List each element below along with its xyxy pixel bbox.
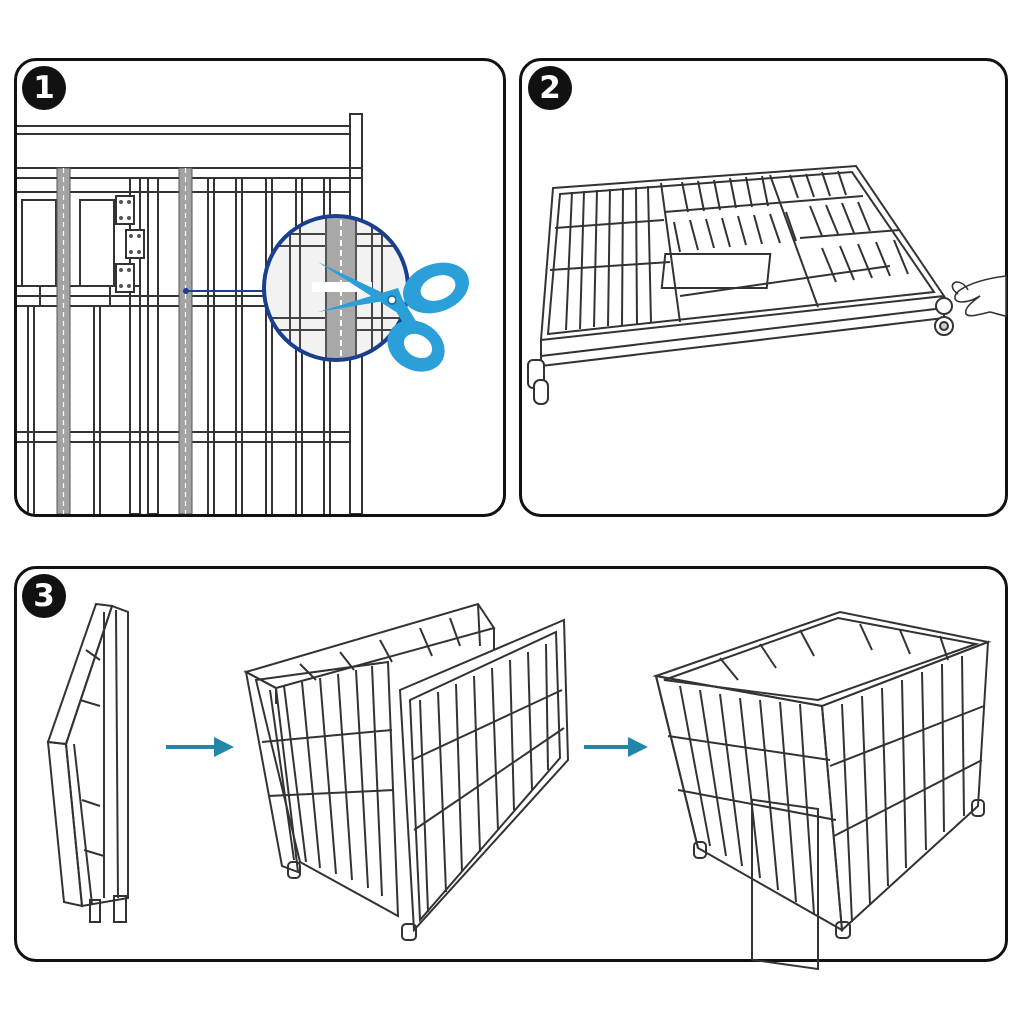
folded-crate (46, 602, 129, 923)
arrow-right-icon (166, 737, 234, 757)
unfolded-crate (652, 610, 992, 971)
hand-icon (951, 275, 1007, 317)
crate-top-flat (539, 164, 946, 367)
step-1-badge: 1 (22, 66, 66, 110)
scissors-icon (318, 262, 469, 372)
arrow-right-icon (584, 737, 648, 757)
step-2-badge: 2 (528, 66, 572, 110)
step-3-badge: 3 (22, 574, 66, 618)
half-unfolded-crate (243, 602, 570, 941)
caster-wheel-icon (527, 297, 954, 405)
packing-straps (56, 167, 193, 514)
